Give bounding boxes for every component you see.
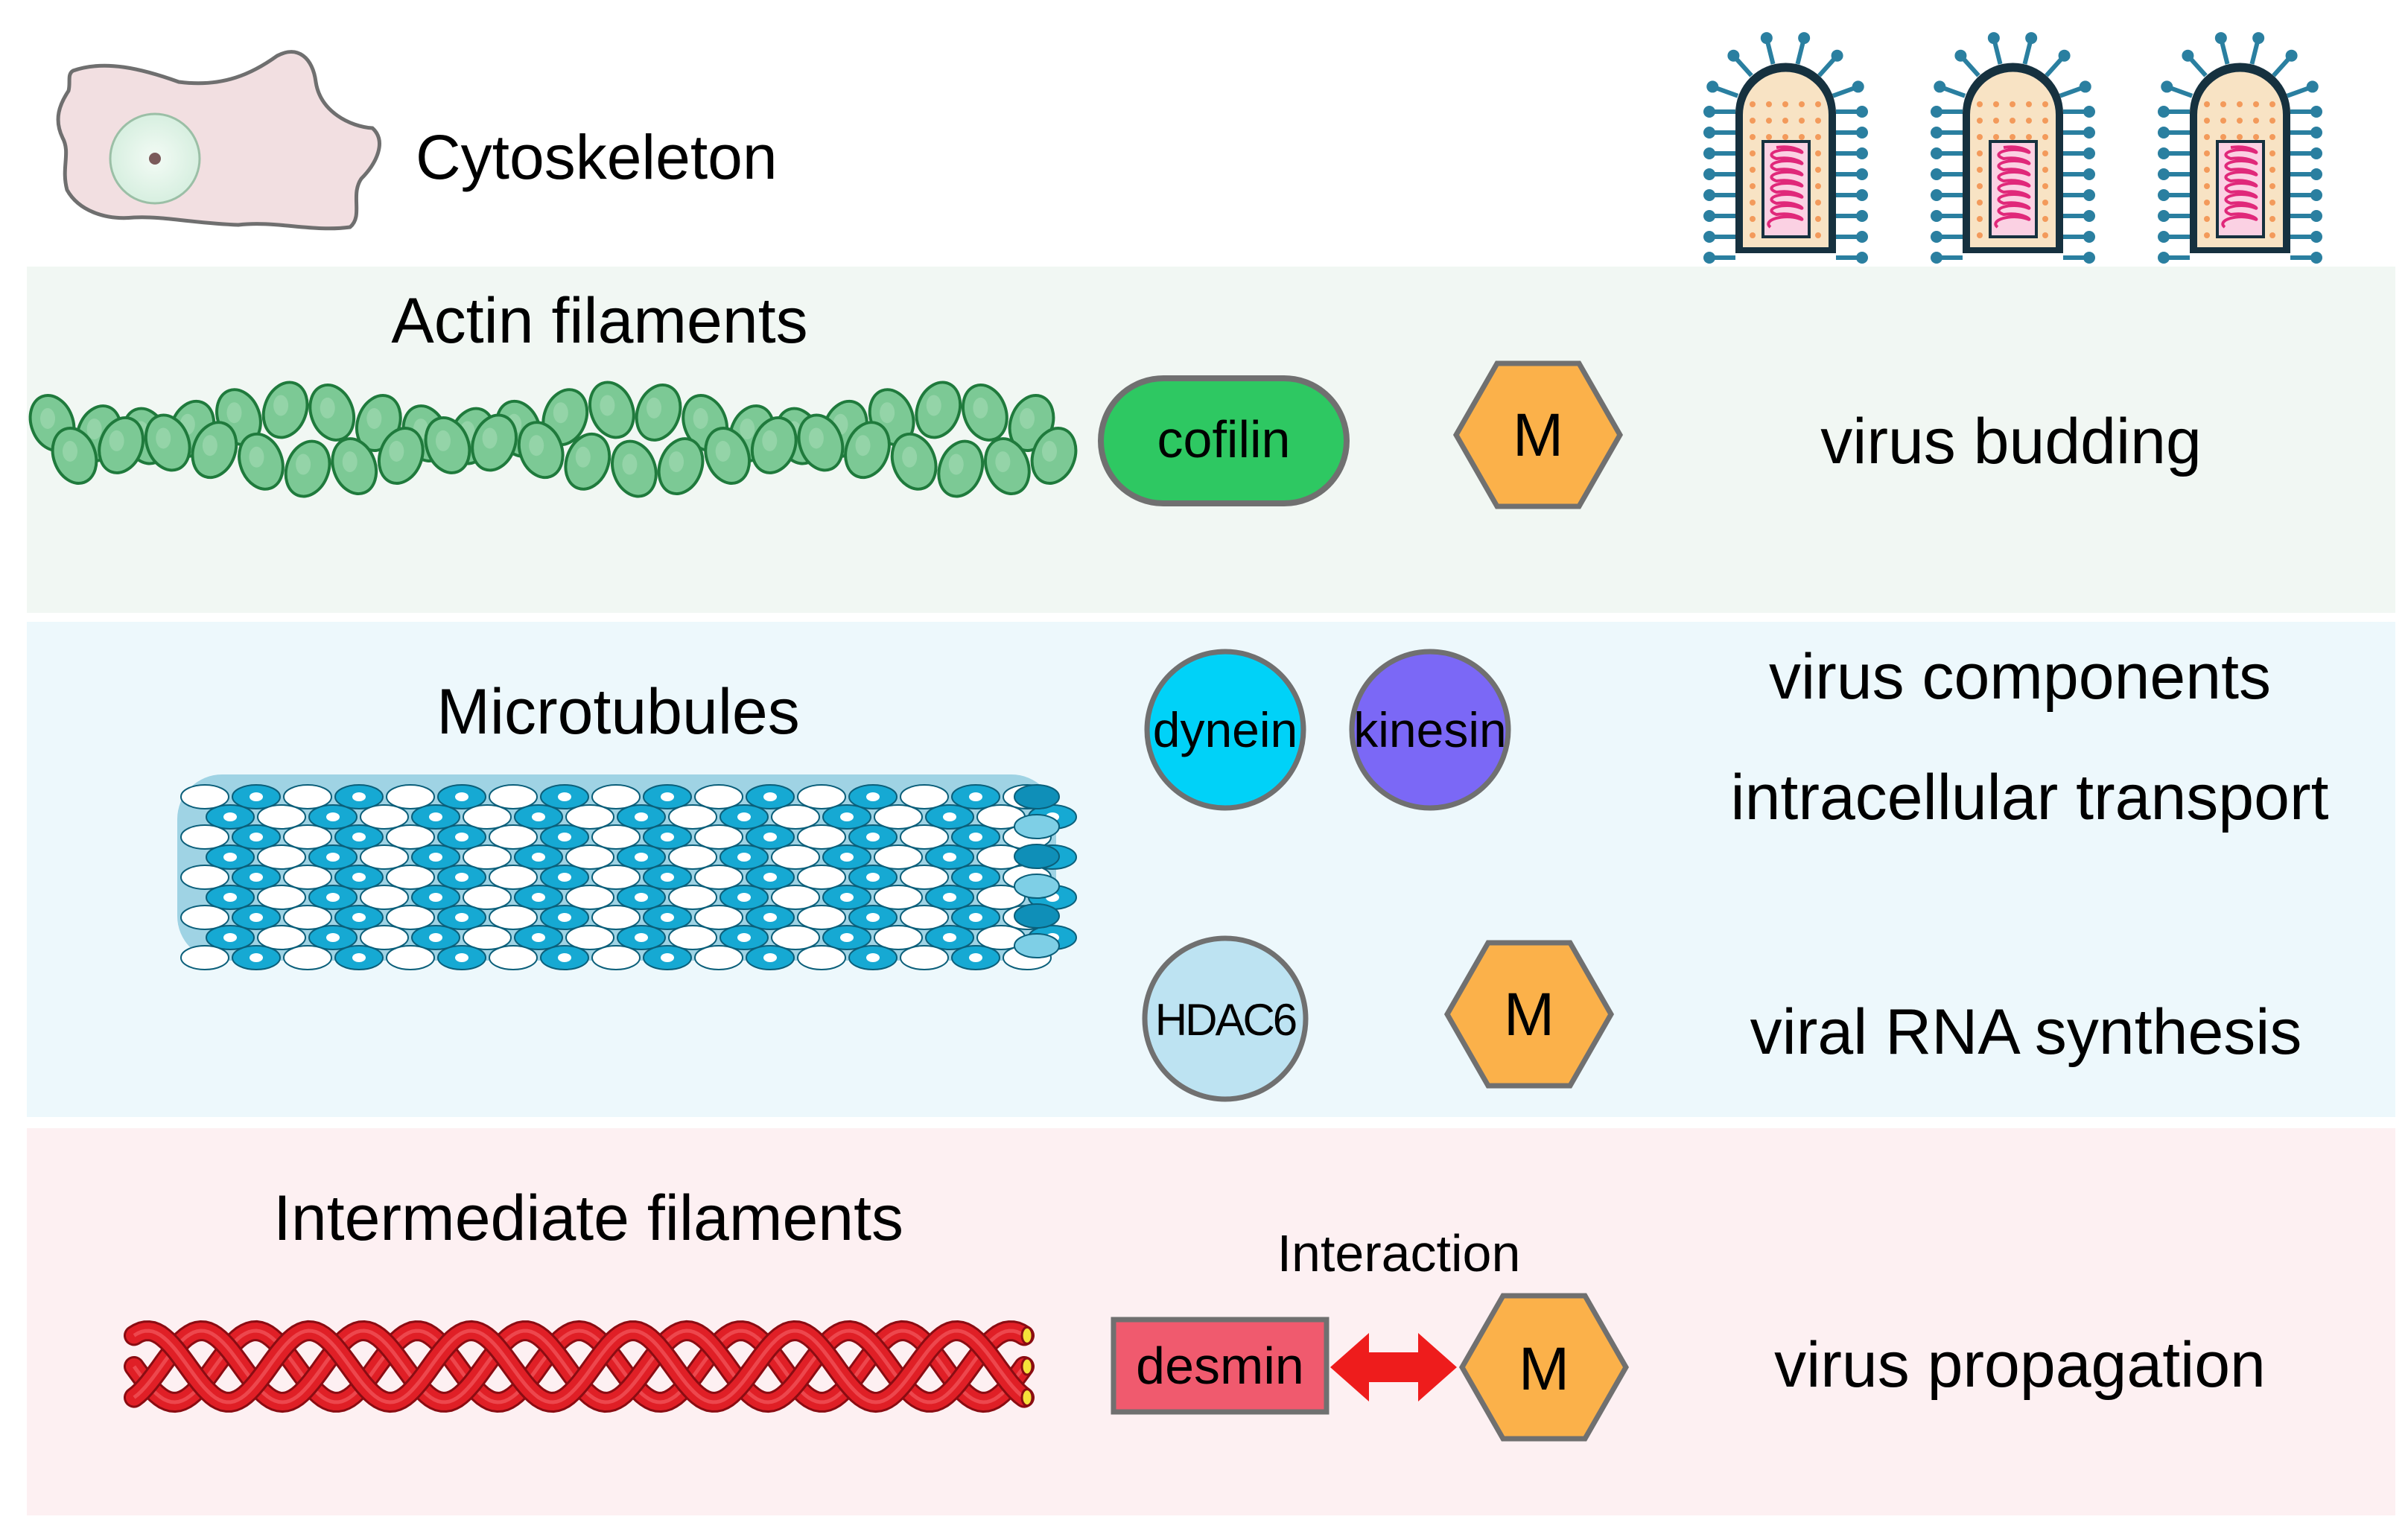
hdac6-node: HDAC6 bbox=[1142, 935, 1309, 1102]
m-protein-node-actin: M bbox=[1452, 360, 1624, 509]
hdac6-label: HDAC6 bbox=[1155, 995, 1296, 1045]
kinesin-node: kinesin bbox=[1349, 649, 1511, 811]
desmin-node: desmin bbox=[1111, 1317, 1330, 1415]
hdac6-circle bbox=[1142, 935, 1309, 1102]
dynein-label: dynein bbox=[1153, 702, 1298, 757]
actin-filament-illustration bbox=[28, 381, 1078, 498]
virion-icons bbox=[1703, 32, 2322, 264]
transport-function-line-2: intracellular transport bbox=[1730, 762, 2328, 833]
interaction-arrow bbox=[1330, 1333, 1457, 1401]
m-protein-label: M bbox=[1519, 1335, 1569, 1403]
actin-function: virus budding bbox=[1820, 406, 2202, 477]
cofilin-pill bbox=[1098, 375, 1350, 506]
desmin-label: desmin bbox=[1136, 1337, 1304, 1395]
actin-title: Actin filaments bbox=[391, 285, 807, 357]
interaction-label: Interaction bbox=[1277, 1224, 1521, 1282]
desmin-box bbox=[1111, 1317, 1330, 1415]
m-protein-label: M bbox=[1504, 981, 1554, 1049]
virion-icon bbox=[2158, 32, 2322, 264]
propagation-function: virus propagation bbox=[1774, 1329, 2266, 1401]
m-protein-hexagon bbox=[1452, 360, 1624, 509]
cytoskeleton-title: Cytoskeleton bbox=[416, 122, 778, 192]
intermediate-filament-illustration bbox=[124, 1320, 1035, 1413]
microtubule-illustration bbox=[177, 774, 1077, 970]
m-protein-label: M bbox=[1513, 401, 1563, 469]
rna-synthesis-function: viral RNA synthesis bbox=[1750, 996, 2302, 1068]
virion-icon bbox=[1931, 32, 2095, 264]
microtubules-title: Microtubules bbox=[436, 676, 800, 748]
dynein-node: dynein bbox=[1144, 649, 1306, 811]
m-protein-node-intermediate: M bbox=[1458, 1293, 1630, 1442]
kinesin-circle bbox=[1349, 649, 1511, 811]
transport-function-line-1: virus components bbox=[1769, 641, 2271, 713]
cofilin-node: cofilin bbox=[1098, 375, 1350, 506]
virion-icon bbox=[1703, 32, 1868, 264]
dynein-circle bbox=[1144, 649, 1306, 811]
cofilin-label: cofilin bbox=[1157, 410, 1291, 468]
m-protein-node-microtubules: M bbox=[1443, 940, 1615, 1089]
kinesin-label: kinesin bbox=[1353, 702, 1506, 757]
intermediate-title: Intermediate filaments bbox=[273, 1183, 903, 1254]
m-protein-hexagon bbox=[1443, 940, 1615, 1089]
m-protein-hexagon bbox=[1458, 1293, 1630, 1442]
cell-icon bbox=[56, 50, 381, 231]
